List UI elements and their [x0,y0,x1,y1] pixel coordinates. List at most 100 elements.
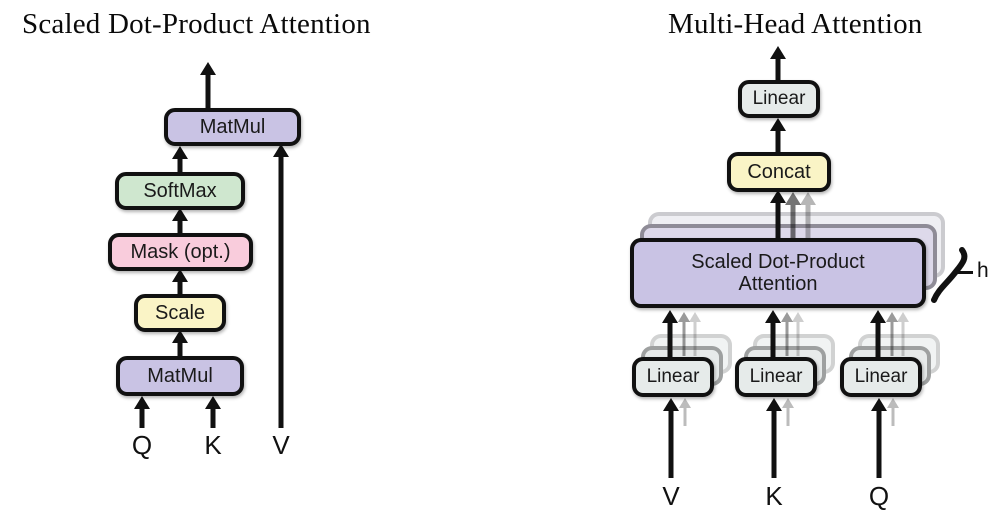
arrow-shaft [790,200,796,242]
input-label-k: K [204,430,222,460]
arrowhead [205,396,221,409]
arrowhead [792,312,804,322]
arrowhead [770,190,786,203]
heads-count-label: h [977,259,989,282]
node-mask-opt[interactable]: Mask (opt.) [108,233,253,271]
node-linear-v[interactable]: Linear [632,357,714,397]
arrowhead [662,310,678,323]
heads-brace-icon [931,247,968,303]
arrowhead [134,396,150,409]
arrow-shaft [667,318,673,358]
node-linear-q[interactable]: Linear [840,357,922,397]
arrow-linear-q-to-sdpa [867,310,889,358]
heads-connector-line [955,271,973,274]
node-label-line-1: Scaled Dot-Product [691,250,865,273]
arrow-linear-v-to-sdpa-ghost1 [677,312,691,356]
node-label-line-2: Attention [738,273,818,295]
arrow-shaft [775,126,781,154]
arrowhead [172,208,188,221]
arrow-shaft [901,320,905,356]
arrow-concat-to-linear [766,118,790,154]
arrow-shaft [177,277,183,299]
arrow-input-q [130,396,154,428]
arrow-linear-k-to-sdpa-ghost1 [780,312,794,356]
arrow-shaft [177,338,183,360]
node-concat[interactable]: Concat [727,152,831,192]
node-linear-k[interactable]: Linear [735,357,817,397]
node-label: Linear [752,88,806,110]
arrow-head-1-to-concat [766,190,790,242]
arrow-shaft [796,320,800,356]
arrow-input-v-fan [678,398,692,426]
page-title-scaled-dot-product-attention: Scaled Dot-Product Attention [22,8,371,40]
arrow-softmax-to-matmul [168,146,192,176]
arrow-shaft [775,54,781,82]
node-matmul-bottom[interactable]: MatMul [116,356,244,396]
input-label-q-mha: Q [868,481,890,511]
arrowhead [871,398,887,411]
node-label: SoftMax [143,179,217,202]
arrow-input-v [269,144,293,428]
arrow-shaft [775,198,781,242]
arrow-shaft [210,404,216,428]
arrow-input-q-fan [886,398,900,426]
arrow-shaft [771,406,777,478]
arrow-shaft [875,318,881,358]
arrow-scale-to-mask [168,269,192,299]
arrow-matmul-to-scale [168,330,192,360]
arrow-linear-q-to-sdpa-ghost1 [885,312,899,356]
arrowhead [172,269,188,282]
arrow-mha-output [766,46,790,82]
arrowhead [785,192,801,205]
node-label: Linear [646,366,700,388]
arrowhead [765,310,781,323]
arrow-input-q-mha [869,398,889,478]
node-label: Scale [154,301,206,324]
arrowhead [273,144,289,157]
page-title-multi-head-attention: Multi-Head Attention [668,8,923,40]
arrowhead [679,398,691,408]
node-scale[interactable]: Scale [134,294,226,332]
arrow-shaft [668,406,674,478]
arrowhead [663,398,679,411]
arrow-shaft [205,70,211,110]
arrow-shaft [278,153,284,428]
arrow-linear-k-to-sdpa [762,310,784,358]
arrow-linear-v-to-sdpa-ghost2 [688,312,702,356]
arrow-shaft [139,404,145,428]
input-label-k-mha: K [765,481,783,511]
arrow-linear-q-to-sdpa-ghost2 [896,312,910,356]
node-label: Mask (opt.) [130,240,231,263]
node-label: MatMul [147,364,213,387]
arrow-shaft [683,406,687,426]
input-label-v: V [272,430,290,460]
node-softmax[interactable]: SoftMax [115,172,245,210]
arrow-shaft [693,320,697,356]
arrow-shaft [805,200,811,242]
node-linear-output[interactable]: Linear [738,80,820,118]
node-label: MatMul [199,115,266,138]
node-label: Concat [747,160,811,183]
arrowhead [770,118,786,131]
arrow-head-3-to-concat [799,192,817,242]
input-label-v-mha: V [662,481,680,511]
arrowhead [897,312,909,322]
arrow-head-2-to-concat [784,192,802,242]
arrow-input-v-mha [661,398,681,478]
arrowhead [172,146,188,159]
arrowhead [781,312,793,322]
arrowhead [200,62,216,75]
arrow-shaft [890,320,894,356]
arrowhead [689,312,701,322]
node-scaled-dot-product-attention[interactable]: Scaled Dot-Product Attention [630,238,926,308]
input-label-q: Q [131,430,153,460]
node-label: Linear [749,366,803,388]
arrow-shaft [786,406,790,426]
arrow-linear-k-to-sdpa-ghost2 [791,312,805,356]
arrowhead [886,312,898,322]
arrow-shaft [876,406,882,478]
node-matmul-top[interactable]: MatMul [164,108,301,146]
arrow-matmul-output [196,62,220,110]
arrowhead [766,398,782,411]
